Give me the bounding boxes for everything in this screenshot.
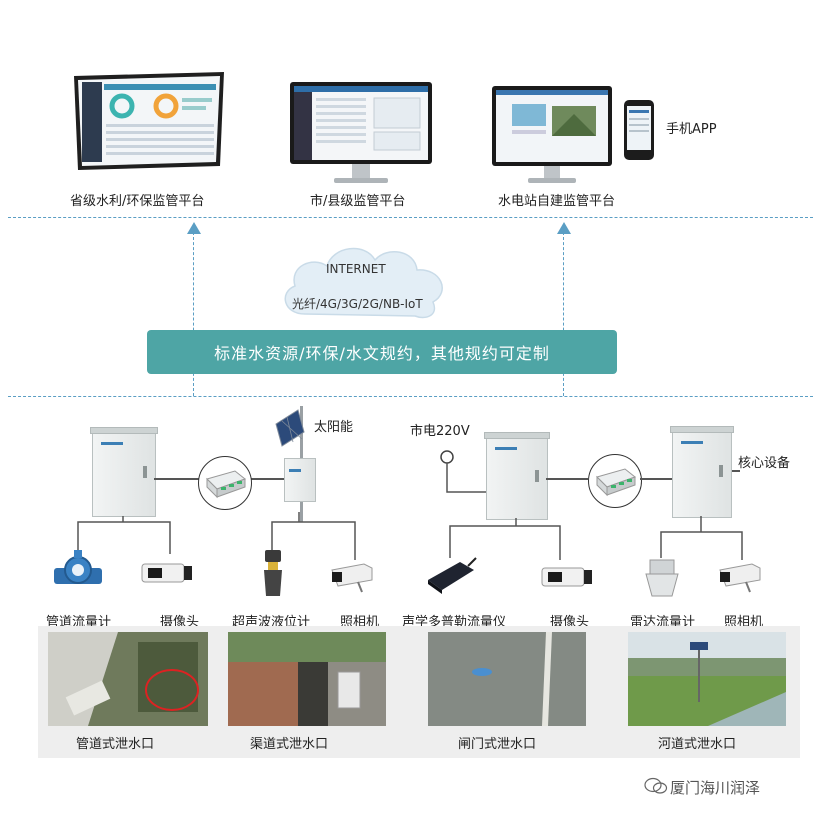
pipe-outlet-photo	[48, 632, 208, 726]
connector-line	[546, 478, 588, 480]
radar-flowmeter-icon	[645, 559, 679, 597]
mobile-phone	[624, 100, 654, 160]
wechat-icon	[644, 777, 668, 794]
solar-power-label: 太阳能	[314, 420, 354, 435]
provincial-platform-screen	[70, 70, 228, 175]
watermark-text: 厦门海川润泽	[670, 779, 761, 797]
protocol-banner: 标准水资源/环保/水文规约，其他规约可定制	[147, 330, 617, 374]
connector-line	[250, 478, 284, 480]
control-cabinet-middle	[484, 432, 550, 520]
top-dashed-separator	[8, 217, 813, 218]
gate-outlet-label: 闸门式泄水口	[458, 737, 537, 752]
gate-outlet-photo	[428, 632, 586, 726]
channel-outlet-label: 渠道式泄水口	[250, 737, 329, 752]
ultrasonic-sensor-icon	[264, 550, 282, 596]
cloud-icon	[284, 247, 443, 319]
bottom-dashed-separator	[8, 396, 813, 397]
camera-icon-2	[541, 567, 592, 587]
network-links-label: 光纤/4G/3G/2G/NB-IoT	[292, 297, 423, 311]
pole-cabinet	[284, 458, 316, 502]
control-cabinet-right	[670, 426, 734, 518]
mobile-app-label: 手机APP	[666, 122, 717, 137]
pipe-outlet-label: 管道式泄水口	[76, 737, 155, 752]
connector-line	[732, 470, 740, 472]
sensor-connectors	[77, 512, 743, 560]
camera-icon	[141, 563, 192, 583]
pipe-flowmeter-icon	[54, 550, 102, 584]
city-platform-monitor	[290, 82, 432, 186]
river-outlet-photo	[628, 632, 786, 726]
channel-outlet-photo	[228, 632, 386, 726]
control-cabinet-left	[90, 427, 158, 517]
city-platform-label: 市/县级监管平台	[310, 194, 406, 209]
connector-line	[154, 478, 200, 480]
core-device-left	[198, 456, 252, 510]
acoustic-doppler-icon	[428, 557, 477, 594]
provincial-platform-label: 省级水利/环保监管平台	[70, 194, 205, 209]
mains-power-label: 市电220V	[410, 424, 470, 439]
arrow-head-right-icon	[557, 222, 571, 234]
internet-label: INTERNET	[326, 262, 386, 276]
power-plug-icon	[440, 450, 488, 493]
uplink-arrow-left	[193, 232, 194, 396]
core-device-right	[588, 454, 642, 508]
core-device-label: 核心设备	[738, 456, 791, 471]
hydro-platform-label: 水电站自建监管平台	[498, 194, 616, 209]
connector-line	[640, 478, 672, 480]
photo-camera-icon-2	[719, 563, 761, 593]
photo-camera-icon	[331, 563, 373, 593]
hydro-platform-monitor	[492, 86, 612, 186]
river-outlet-label: 河道式泄水口	[658, 737, 737, 752]
uplink-arrow-right	[563, 232, 564, 396]
arrow-head-left-icon	[187, 222, 201, 234]
